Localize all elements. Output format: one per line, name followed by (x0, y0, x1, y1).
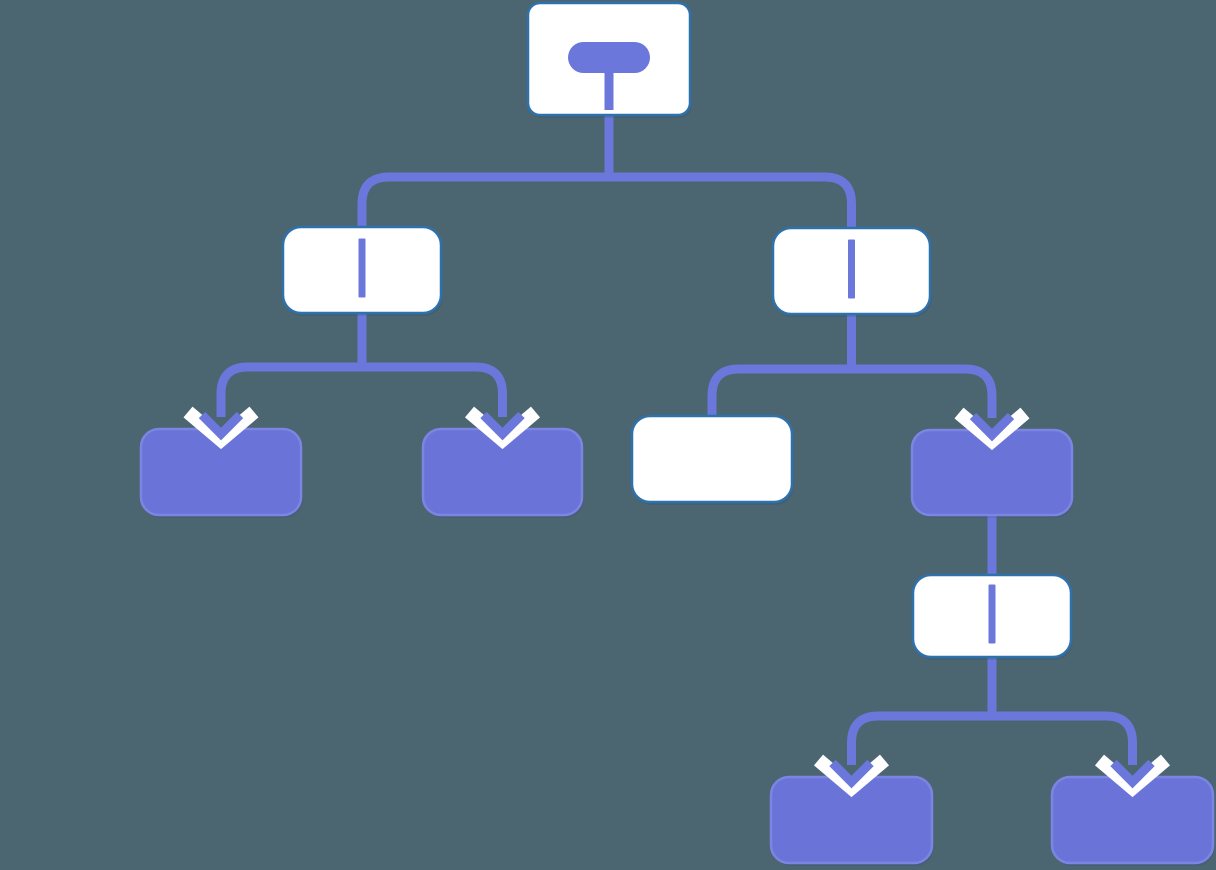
vertical-bar-icon (988, 584, 996, 644)
connector-bottom-split-to-leaf-3 (847, 711, 992, 765)
purple-arrowhead-shape (829, 759, 874, 789)
pill-icon (568, 42, 650, 73)
node-leaf-4-group (1050, 775, 1215, 866)
connector-left-split-to-leaf-2 (362, 362, 507, 417)
node-layer (139, 1, 1215, 866)
node-root-group (526, 1, 692, 118)
connector-root-split-to-branch-left (357, 172, 609, 230)
purple-arrowhead-shape (969, 412, 1015, 442)
node-branch-right-group (771, 226, 932, 317)
node-branch-left-group (281, 225, 443, 316)
chevron-arrow-icon (954, 407, 1030, 451)
purple-arrowhead-shape (1110, 759, 1155, 789)
connector-bottom-split-to-leaf-4 (992, 711, 1137, 765)
chevron-arrow-icon (464, 406, 541, 450)
arrow-marker-layer (183, 406, 1171, 798)
node-leaf-3-group (769, 775, 934, 866)
vertical-bar-icon (358, 238, 366, 298)
vertical-bar-icon (848, 239, 855, 299)
pill-stem-icon (604, 71, 614, 110)
node-mid-white-group (911, 573, 1073, 660)
node-mid-purple-group (910, 428, 1074, 518)
node-leaf-2-group (421, 427, 584, 518)
node-leaf-1-group (139, 427, 303, 518)
chevron-arrow-icon (813, 754, 890, 798)
node-white-leaf[interactable] (630, 414, 794, 504)
purple-arrowhead-shape (198, 411, 244, 441)
connector-right-split-to-mid-purple (851, 364, 997, 418)
chevron-arrow-icon (183, 406, 259, 450)
purple-arrowhead-shape (480, 411, 525, 441)
connector-right-split-to-white-leaf (707, 364, 852, 419)
connector-layer (216, 112, 1137, 765)
connector-root-split-to-branch-right (609, 172, 856, 231)
chevron-arrow-icon (1094, 754, 1171, 798)
connector-left-split-to-leaf-1 (216, 362, 362, 417)
node-white-leaf-group (630, 414, 794, 505)
